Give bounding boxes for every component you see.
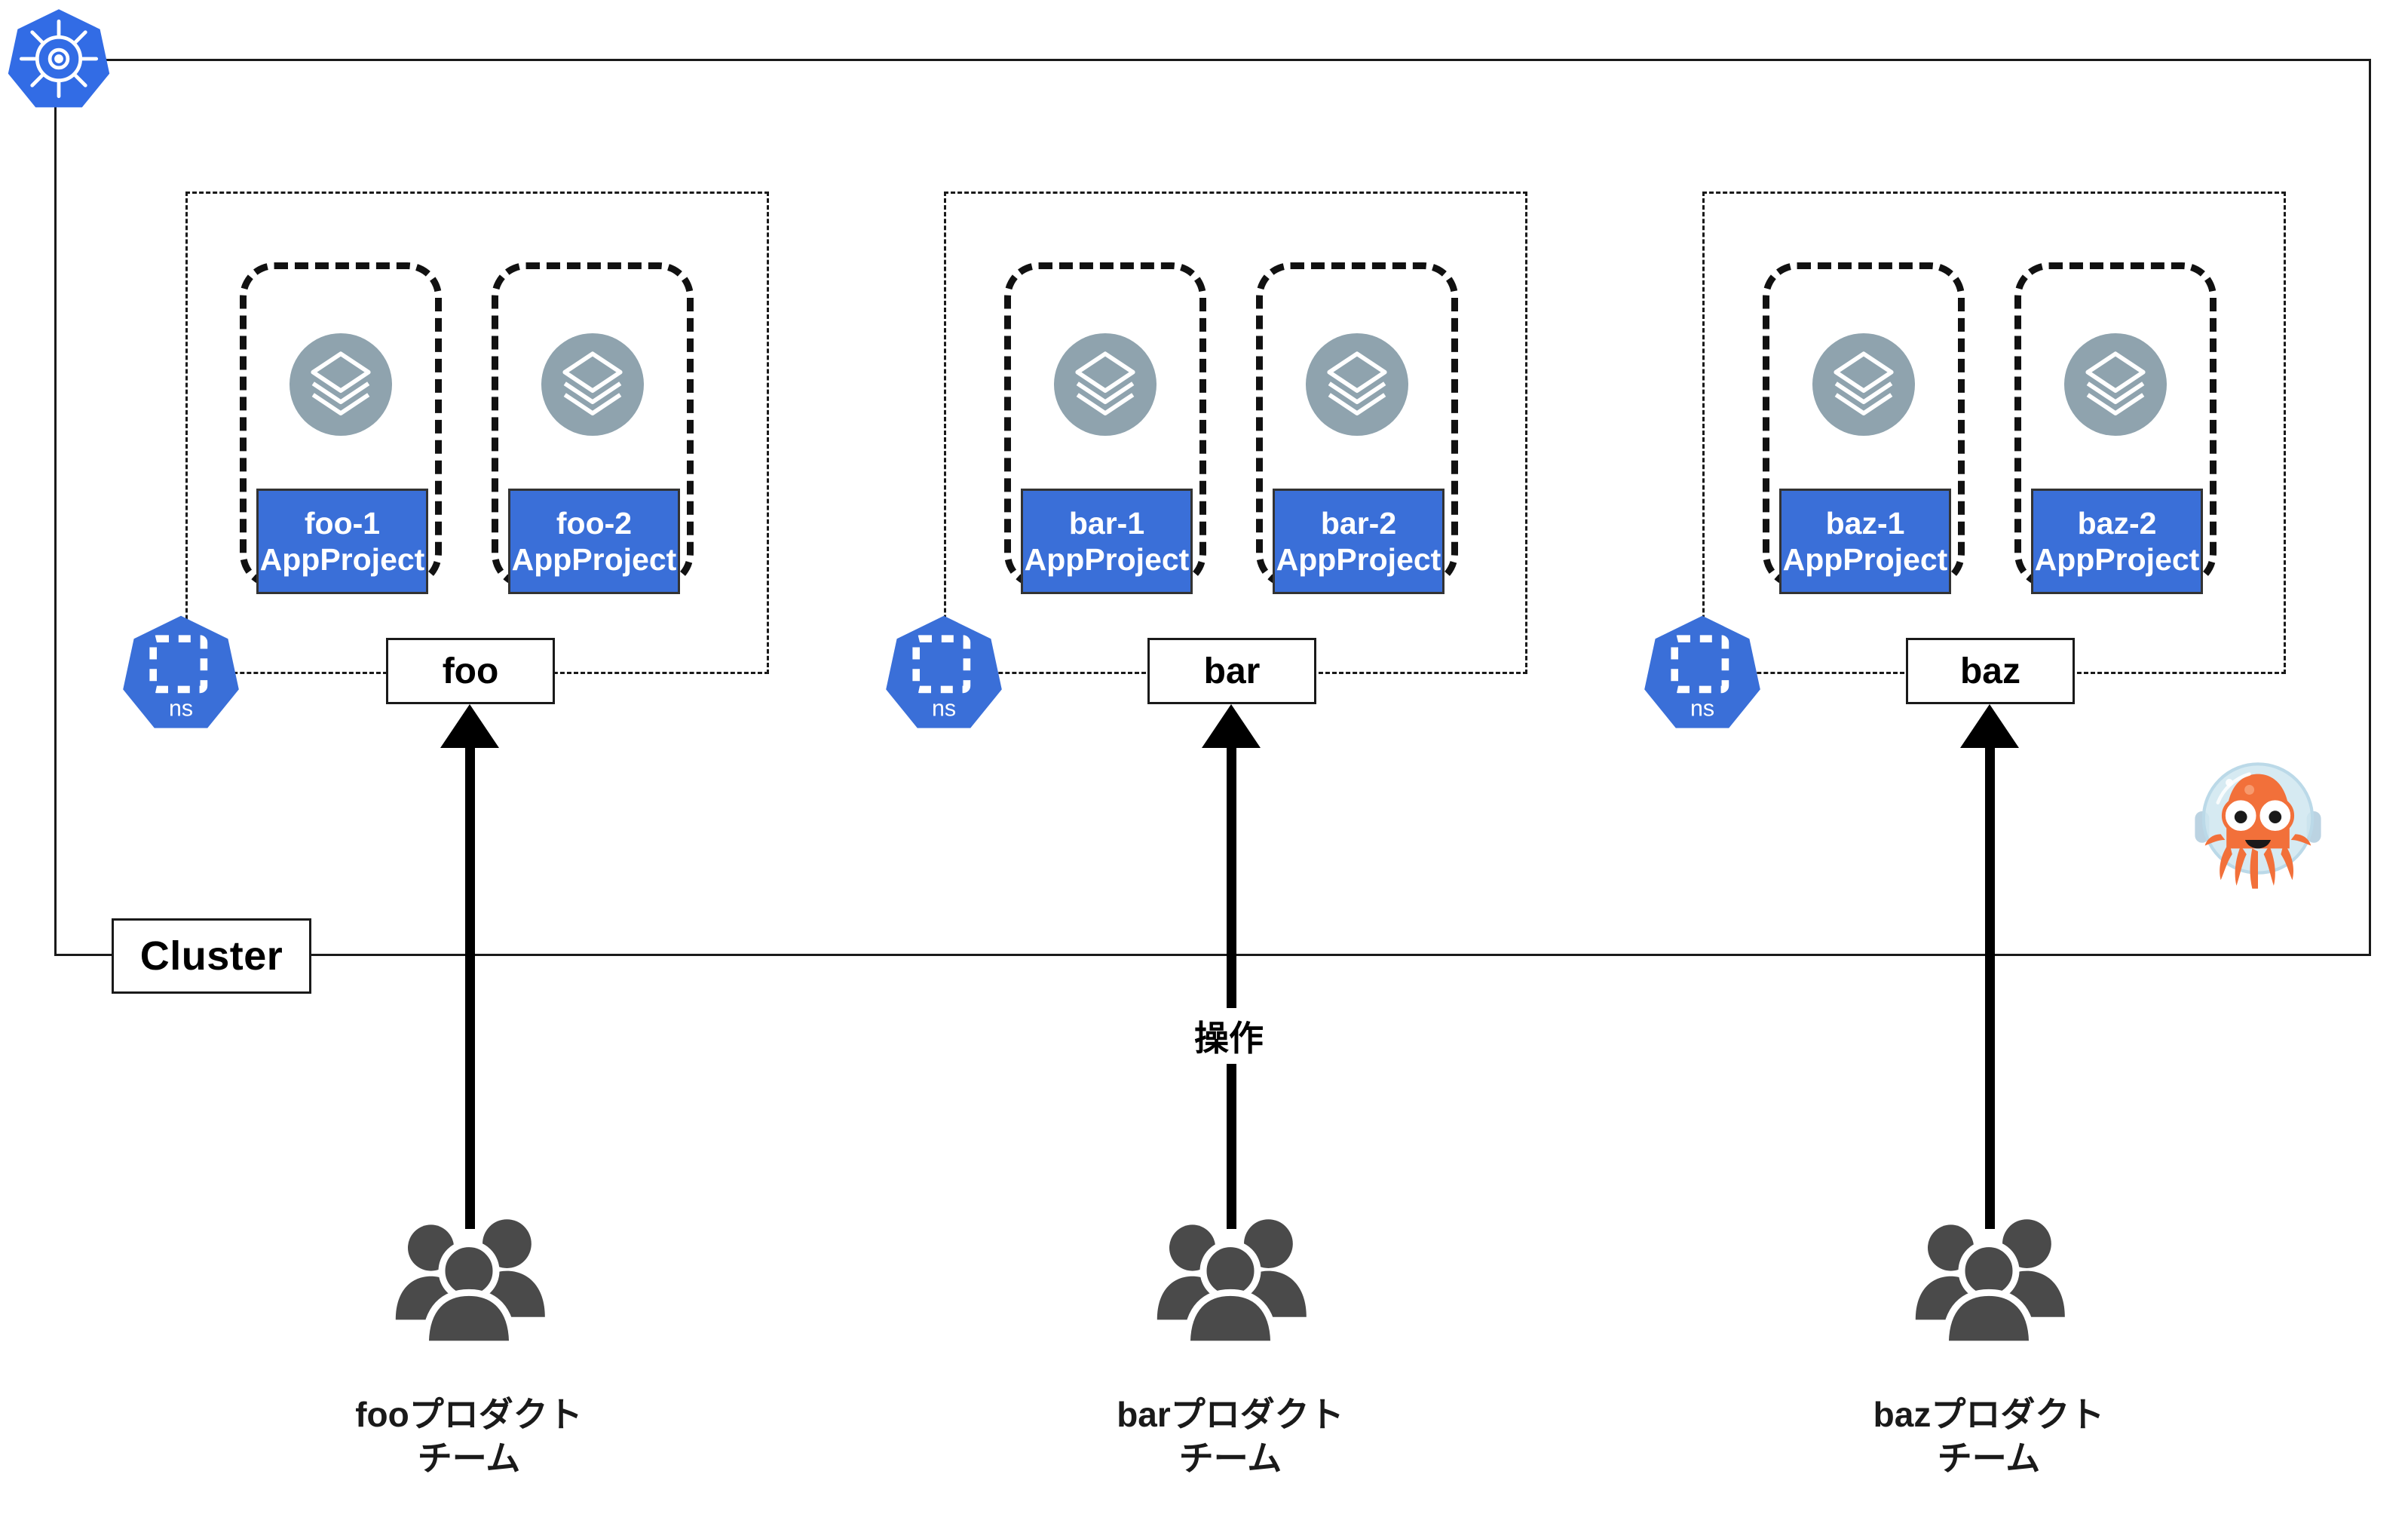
svg-text:ns: ns — [932, 696, 956, 722]
appproject-box-foo-1[interactable]: foo-1 AppProject — [256, 489, 428, 594]
team-label-bar: barプロダクト チーム — [1057, 1393, 1404, 1480]
appproject-name: bar-2 — [1320, 505, 1397, 541]
arrow-shaft-foo — [465, 746, 475, 1229]
layers-icon — [290, 333, 392, 436]
namespace-label-bar: bar — [1147, 638, 1316, 704]
svg-text:ns: ns — [169, 696, 193, 722]
appproject-kind: AppProject — [1782, 542, 1948, 577]
appproject-box-bar-1[interactable]: bar-1 AppProject — [1021, 489, 1193, 594]
layers-icon — [2064, 333, 2167, 436]
appproject-kind: AppProject — [511, 542, 677, 577]
appproject-kind: AppProject — [1024, 542, 1190, 577]
layers-icon — [541, 333, 644, 436]
cluster-label: Cluster — [112, 918, 311, 994]
team-label-line2: チーム — [417, 1438, 521, 1478]
arrow-head-bar — [1202, 704, 1261, 748]
appproject-kind: AppProject — [2034, 542, 2200, 577]
layers-icon — [1812, 333, 1915, 436]
argocd-octopus-icon — [2186, 754, 2330, 897]
appproject-box-bar-2[interactable]: bar-2 AppProject — [1273, 489, 1444, 594]
arrow-shaft-bar — [1227, 746, 1236, 1229]
namespace-icon: ns — [1642, 612, 1763, 733]
people-group-icon — [386, 1214, 552, 1350]
appproject-name: baz-1 — [1825, 505, 1905, 541]
arrow-label-bar: 操作 — [1187, 1008, 1271, 1064]
namespace-icon: ns — [121, 612, 241, 733]
people-group-icon — [1147, 1214, 1313, 1350]
people-group-icon — [1906, 1214, 2072, 1350]
team-label-line1: fooプロダクト — [355, 1395, 583, 1434]
appproject-name: foo-2 — [556, 505, 633, 541]
layers-icon — [1054, 333, 1157, 436]
appproject-kind: AppProject — [259, 542, 425, 577]
team-label-baz: bazプロダクト チーム — [1815, 1393, 2162, 1480]
appproject-box-baz-1[interactable]: baz-1 AppProject — [1779, 489, 1951, 594]
team-label-line1: barプロダクト — [1117, 1395, 1344, 1434]
appproject-name: baz-2 — [2077, 505, 2157, 541]
namespace-icon: ns — [884, 612, 1004, 733]
team-label-line2: チーム — [1178, 1438, 1282, 1478]
arrow-head-foo — [440, 704, 499, 748]
namespace-label-foo: foo — [386, 638, 555, 704]
team-label-foo: fooプロダクト チーム — [296, 1393, 642, 1480]
appproject-name: bar-1 — [1068, 505, 1145, 541]
appproject-kind: AppProject — [1276, 542, 1441, 577]
team-label-line1: bazプロダクト — [1873, 1395, 2105, 1434]
cluster-boundary — [54, 59, 2371, 956]
layers-icon — [1306, 333, 1408, 436]
arrow-head-baz — [1960, 704, 2019, 748]
appproject-name: foo-1 — [304, 505, 381, 541]
appproject-box-foo-2[interactable]: foo-2 AppProject — [508, 489, 680, 594]
svg-text:ns: ns — [1690, 696, 1714, 722]
arrow-shaft-baz — [1985, 746, 1995, 1229]
namespace-label-baz: baz — [1906, 638, 2075, 704]
kubernetes-icon — [6, 6, 112, 112]
team-label-line2: チーム — [1937, 1438, 2041, 1478]
appproject-box-baz-2[interactable]: baz-2 AppProject — [2031, 489, 2203, 594]
